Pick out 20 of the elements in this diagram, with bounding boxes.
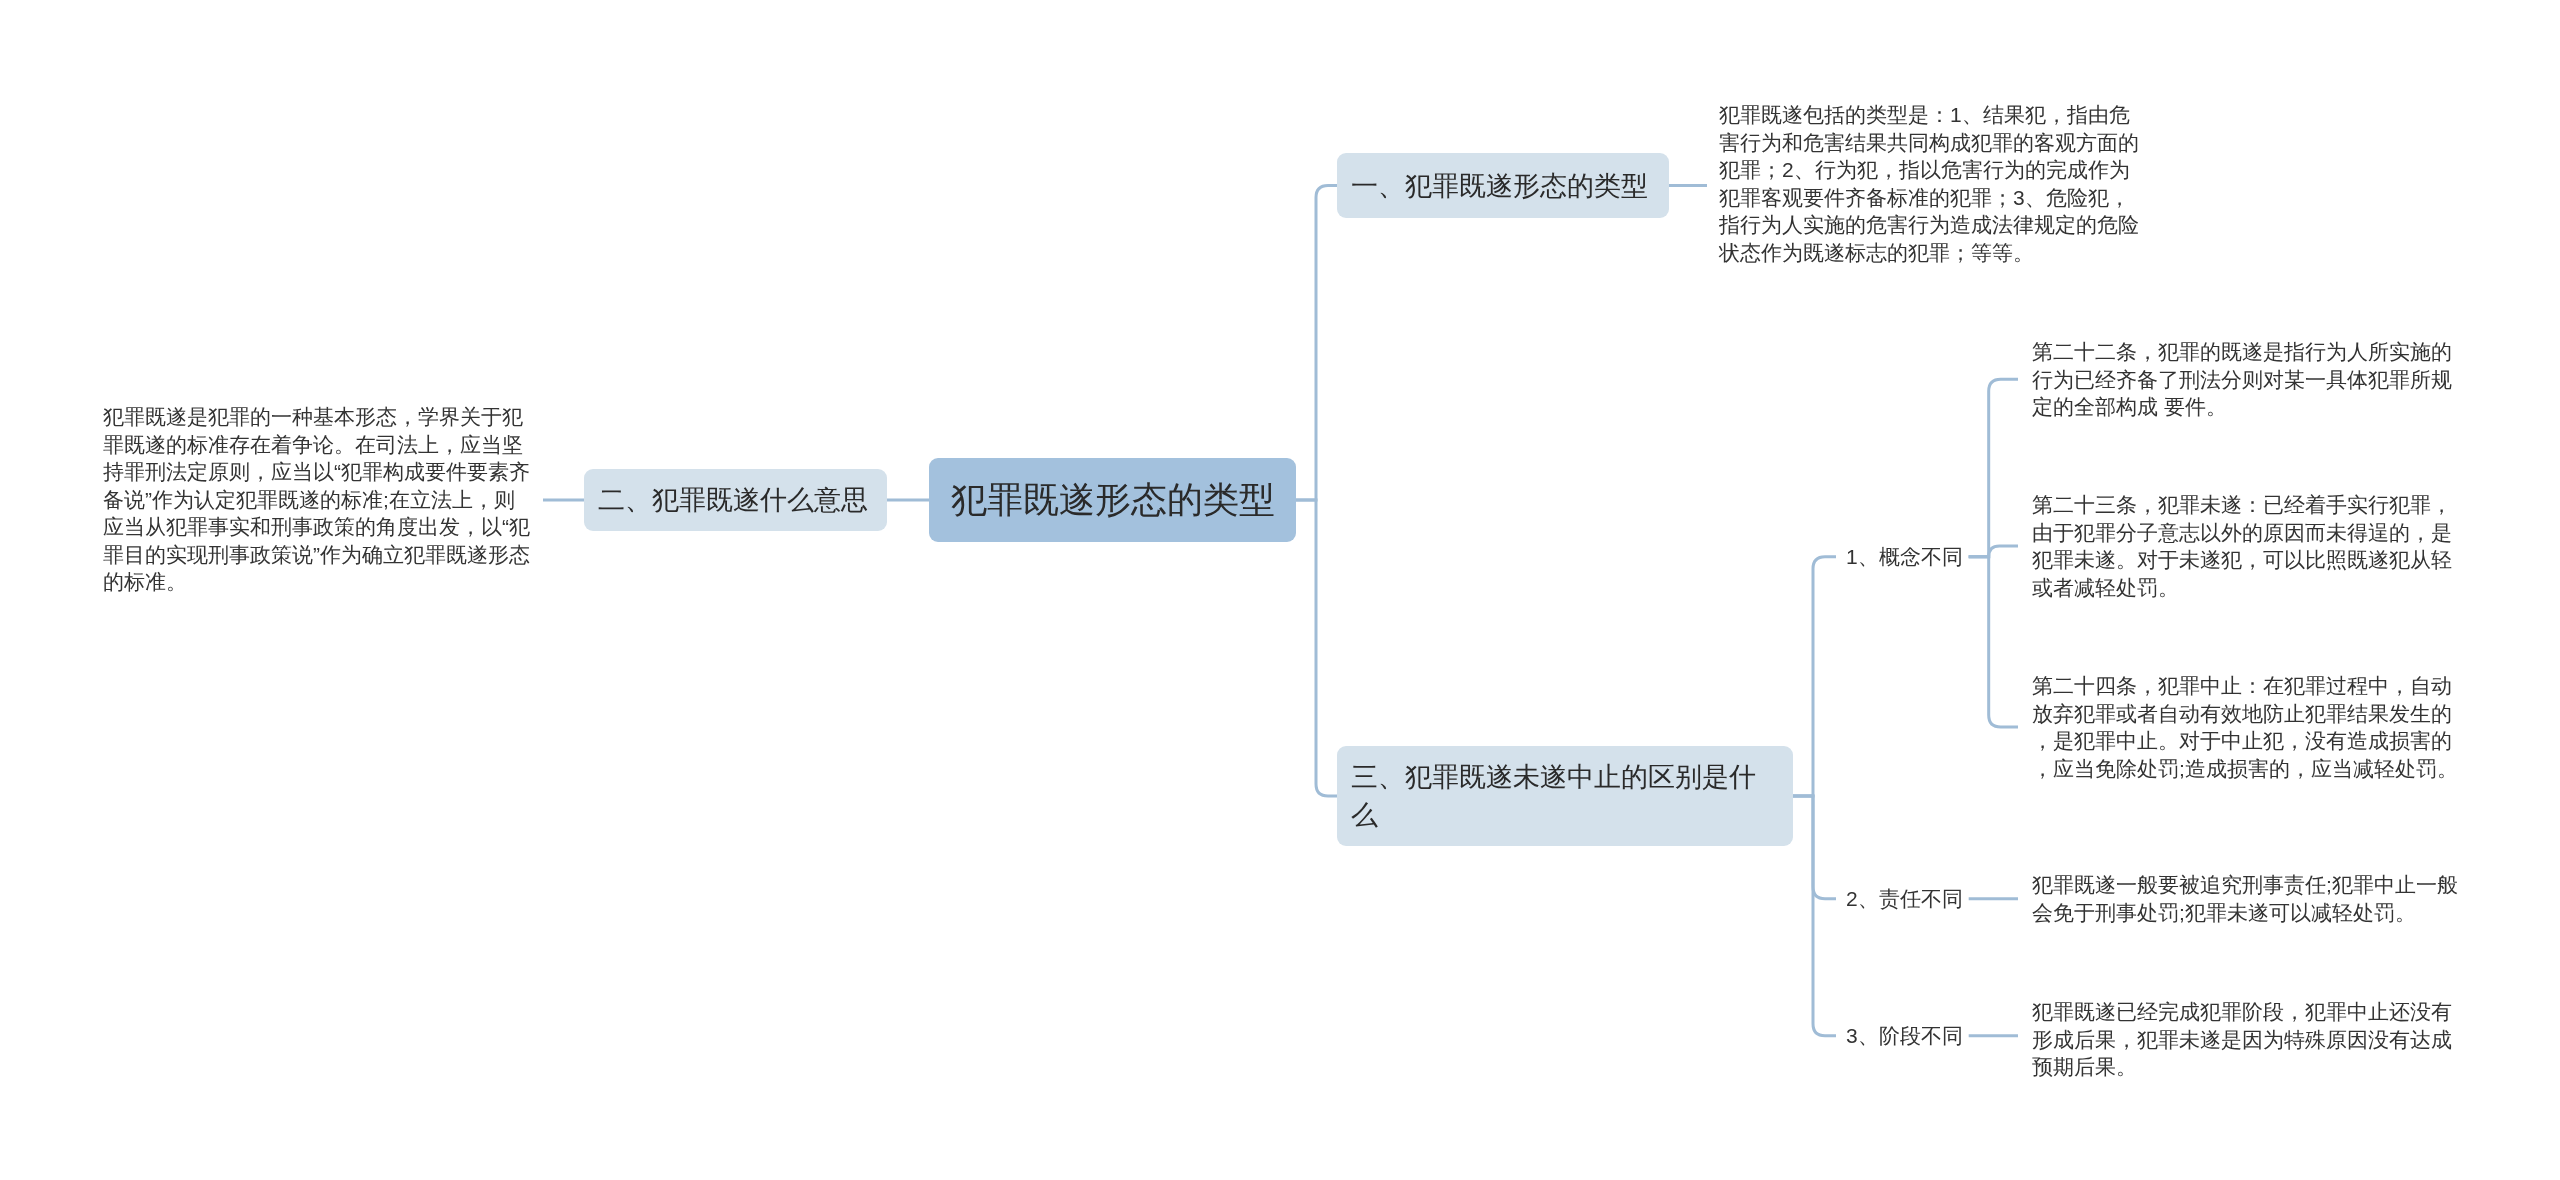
connector-line <box>1968 1034 2018 1038</box>
note-text: 犯罪既遂包括的类型是：1、结果犯，指由危害行为和危害结果共同构成犯罪的客观方面的犯罪；2、行为犯，指以危害行为的完成作为犯罪客观要件齐备标准的犯罪；3、危险犯，指行为人实施的危害行为造成法律规定的危险状态作为既遂标志的犯罪；等等。 <box>1707 101 2149 266</box>
note-text: 犯罪既遂已经完成犯罪阶段，犯罪中止还没有形成后果，犯罪未遂是因为特殊原因没有达成预期后果。 <box>2018 998 2462 1081</box>
subtopic-label: 1、概念不同 <box>1836 543 1969 571</box>
topic-box: 犯罪既遂形态的类型 <box>929 458 1296 542</box>
subtopic-label: 2、责任不同 <box>1836 885 1969 913</box>
branch-box: 二、犯罪既遂什么意思 <box>584 469 887 531</box>
note-text: 犯罪既遂是犯罪的一种基本形态，学界关于犯罪既遂的标准存在着争论。在司法上，应当坚持罪刑法定原则，应当以“犯罪构成要件要素齐备说”作为认定犯罪既遂的标准;在立法上，则应当从犯罪事实和刑事政策的角度出发，以“犯罪目的实现刑事政策说”作为确立犯罪既遂形态的标准。 <box>103 403 543 596</box>
connector-line <box>1968 897 2018 901</box>
connector-line <box>887 498 929 502</box>
branch-box: 三、犯罪既遂未遂中止的区别是什么 <box>1337 746 1793 846</box>
branch-box: 一、犯罪既遂形态的类型 <box>1337 153 1669 218</box>
connector-line <box>1296 498 1337 798</box>
note-text: 第二十三条，犯罪未遂：已经着手实行犯罪，由于犯罪分子意志以外的原因而未得逞的，是犯罪未遂。对于未遂犯，可以比照既遂犯从轻或者减轻处罚。 <box>2018 491 2462 601</box>
note-text: 犯罪既遂一般要被追究刑事责任;犯罪中止一般会免于刑事处罚;犯罪未遂可以减轻处罚。 <box>2018 871 2462 926</box>
subtopic-label: 3、阶段不同 <box>1836 1022 1969 1050</box>
note-text: 第二十二条，犯罪的既遂是指行为人所实施的行为已经齐备了刑法分则对某一具体犯罪所规定的全部构成 要件。 <box>2018 338 2462 421</box>
connector-line <box>543 498 584 502</box>
connector-line <box>1669 184 1707 187</box>
note-text: 第二十四条，犯罪中止：在犯罪过程中，自动放弃犯罪或者自动有效地防止犯罪结果发生的，是犯罪中止。对于中止犯，没有造成损害的，应当免除处罚;造成损害的，应当减轻处罚。 <box>2018 672 2462 782</box>
